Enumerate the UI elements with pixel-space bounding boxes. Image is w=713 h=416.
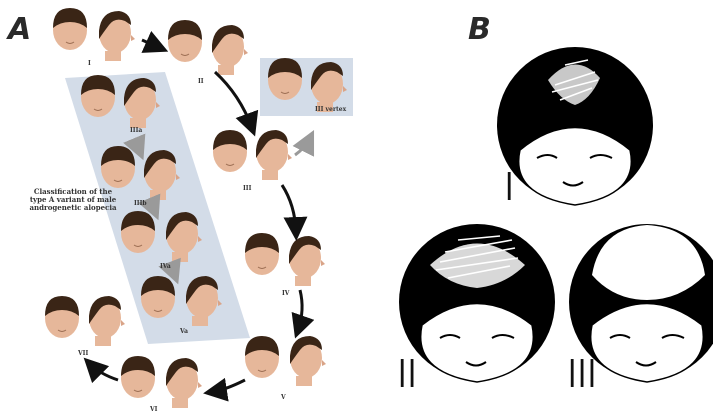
- ludwig-label-I: I: [505, 165, 515, 209]
- stage-V-heads: [245, 336, 326, 386]
- ludwig-label-II: II: [398, 352, 418, 396]
- classification-caption: Classification of the type A variant of …: [28, 188, 118, 212]
- stage-I-heads: [53, 8, 135, 61]
- stage-III-heads: [213, 130, 292, 180]
- stage-label-VI: VI: [150, 406, 157, 413]
- panel-b-letter: B: [468, 12, 491, 47]
- stage-label-IVa: IVa: [160, 263, 171, 270]
- stage-label-IIIb: IIIb: [134, 200, 147, 207]
- panel-a-letter: A: [8, 12, 31, 47]
- ludwig-head-I: [497, 47, 653, 205]
- ludwig-label-III: III: [568, 352, 598, 396]
- stage-label-II: II: [198, 78, 204, 85]
- stage-label-V: V: [281, 394, 286, 401]
- stage-IV-heads: [245, 233, 325, 286]
- stage-VI-heads: [121, 356, 202, 408]
- stage-label-IIIa: IIIa: [130, 127, 142, 134]
- stage-label-Va: Va: [180, 328, 188, 335]
- stage-label-I: I: [88, 60, 91, 67]
- stage-label-III: III: [243, 185, 251, 192]
- stage-VII-heads: [45, 296, 125, 346]
- stage-label-VII: VII: [78, 350, 88, 357]
- stage-II-heads: [168, 20, 248, 75]
- ludwig-head-II: [399, 224, 555, 382]
- stage-label-IV: IV: [282, 290, 289, 297]
- stage-label-III-vertex: III vertex: [315, 106, 346, 113]
